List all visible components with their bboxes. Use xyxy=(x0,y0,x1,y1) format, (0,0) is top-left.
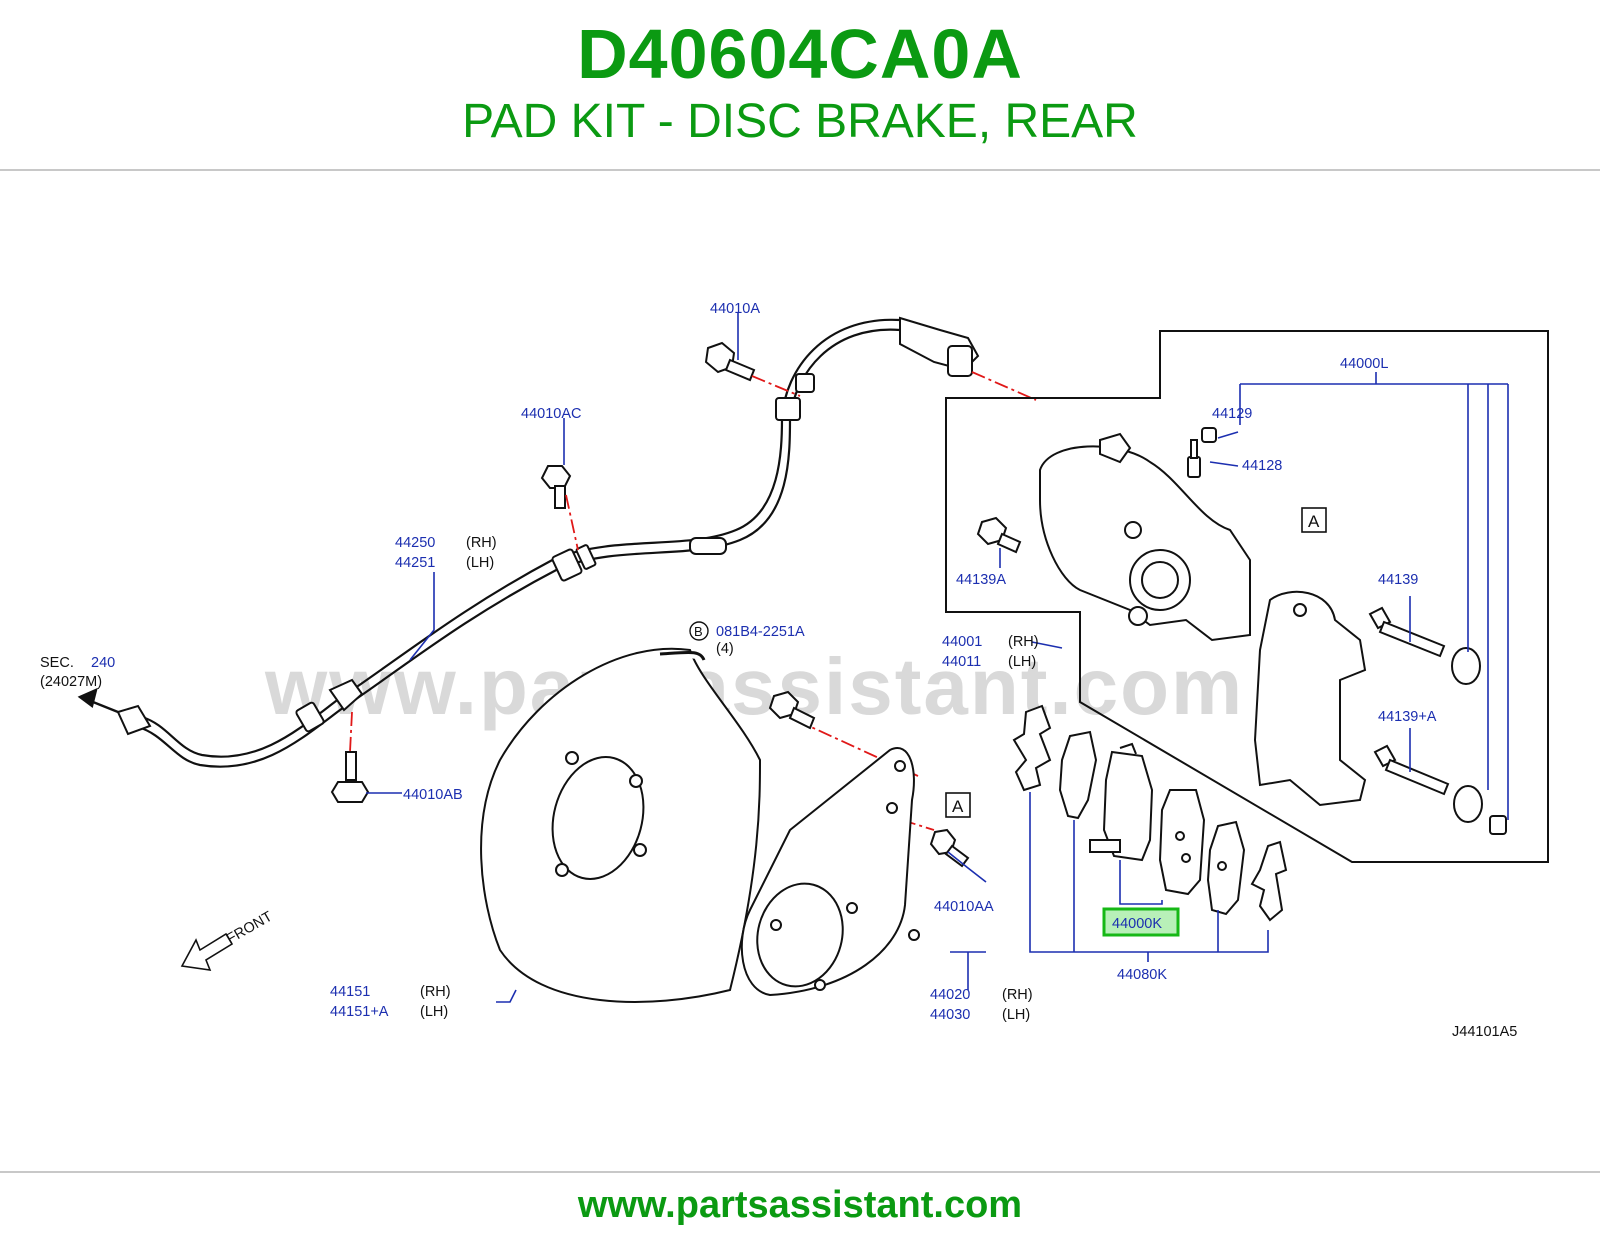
callout-44139A[interactable]: 44139A xyxy=(956,572,1006,588)
sec-number[interactable]: 240 xyxy=(91,655,115,671)
callout-44010AA[interactable]: 44010AA xyxy=(934,899,994,915)
pad-shim-outer[interactable] xyxy=(1012,704,1052,792)
guide-pin-44139[interactable] xyxy=(1368,606,1446,658)
side-44151: (RH) xyxy=(420,984,451,1000)
callout-44251[interactable]: 44251 xyxy=(395,555,435,571)
side-44020: (RH) xyxy=(1002,987,1033,1003)
ref-box-a-1: A xyxy=(1301,507,1327,533)
callout-44000K[interactable]: 44000K xyxy=(1112,916,1162,932)
blue-leaders xyxy=(366,313,1509,1003)
callout-44010AC[interactable]: 44010AC xyxy=(521,406,581,422)
callout-44011[interactable]: 44011 xyxy=(942,654,981,670)
bolt-081B4[interactable] xyxy=(768,690,816,730)
cap-44129[interactable] xyxy=(1201,427,1217,443)
bolt-44010AC[interactable] xyxy=(540,465,572,509)
callout-44030[interactable]: 44030 xyxy=(930,1007,970,1023)
bolt-44010AA[interactable] xyxy=(929,828,970,868)
callout-44020[interactable]: 44020 xyxy=(930,987,970,1003)
callout-081B4[interactable]: 081B4-2251A xyxy=(716,624,805,640)
backing-plate[interactable] xyxy=(740,747,920,997)
guide-pin-44139A[interactable] xyxy=(1373,744,1450,796)
part-title: PAD KIT - DISC BRAKE, REAR xyxy=(462,95,1138,148)
pad-clip[interactable] xyxy=(1250,840,1288,922)
front-label: FRONT xyxy=(224,909,275,948)
svg-text:A: A xyxy=(952,797,964,816)
ref-box-a-2: A xyxy=(945,792,971,818)
callout-44010A[interactable]: 44010A xyxy=(710,301,760,317)
diagram-ref-code: J44101A5 xyxy=(1452,1024,1517,1040)
side-44011: (LH) xyxy=(1008,654,1036,670)
callout-44000K-highlight[interactable]: 44000K xyxy=(1102,907,1180,937)
svg-text:A: A xyxy=(1308,512,1320,531)
side-44151A: (LH) xyxy=(420,1004,448,1020)
bleeder-44128[interactable] xyxy=(1187,439,1201,478)
caliper-body[interactable] xyxy=(1039,432,1251,642)
part-number: D40604CA0A xyxy=(577,15,1023,93)
brake-pad-44000K[interactable] xyxy=(1089,742,1154,862)
side-44250: (RH) xyxy=(466,535,497,551)
bolt-44010A[interactable] xyxy=(704,341,756,382)
footer-divider xyxy=(0,1171,1600,1173)
callout-44139[interactable]: 44139 xyxy=(1378,572,1418,588)
svg-text:B: B xyxy=(694,624,703,639)
bolt-44010AB[interactable] xyxy=(330,751,370,803)
callout-44139pA[interactable]: 44139+A xyxy=(1378,709,1437,725)
callout-44151[interactable]: 44151 xyxy=(330,984,370,1000)
hose-fittings[interactable] xyxy=(116,316,980,736)
callout-44080K[interactable]: 44080K xyxy=(1117,967,1167,983)
callout-44001[interactable]: 44001 xyxy=(942,634,982,650)
callout-44128[interactable]: 44128 xyxy=(1242,458,1282,474)
sec-ref: (24027M) xyxy=(40,674,102,690)
pad-shim-inner[interactable] xyxy=(1206,820,1246,916)
callout-44129[interactable]: 44129 xyxy=(1212,406,1252,422)
watermark: www.partsassistant.com xyxy=(264,642,1244,731)
sec-arrow-icon xyxy=(77,687,119,714)
callout-44151A[interactable]: 44151+A xyxy=(330,1004,389,1020)
callout-44010AB[interactable]: 44010AB xyxy=(403,787,463,803)
header-divider xyxy=(0,169,1600,171)
pin-boots[interactable] xyxy=(1451,647,1507,835)
caliper-bracket[interactable] xyxy=(1253,590,1367,807)
caliper-assembly-outline xyxy=(945,330,1549,863)
bolt-44139A[interactable] xyxy=(976,516,1022,554)
dust-shield[interactable] xyxy=(480,647,762,1003)
callout-44250[interactable]: 44250 xyxy=(395,535,435,551)
callout-44000L[interactable]: 44000L xyxy=(1340,356,1388,372)
page-header: D40604CA0A PAD KIT - DISC BRAKE, REAR xyxy=(0,0,1600,168)
side-44001: (RH) xyxy=(1008,634,1039,650)
side-44030: (LH) xyxy=(1002,1007,1030,1023)
pad-shim[interactable] xyxy=(1058,730,1098,820)
sec-prefix: SEC. xyxy=(40,655,74,671)
brake-pad-inner[interactable] xyxy=(1158,789,1206,896)
qty-081B4: (4) xyxy=(716,641,734,657)
side-44251: (LH) xyxy=(466,555,494,571)
footer-url[interactable]: www.partsassistant.com xyxy=(577,1184,1023,1226)
callout-081B4-circle: B xyxy=(689,621,709,641)
front-arrow-icon xyxy=(180,932,234,971)
